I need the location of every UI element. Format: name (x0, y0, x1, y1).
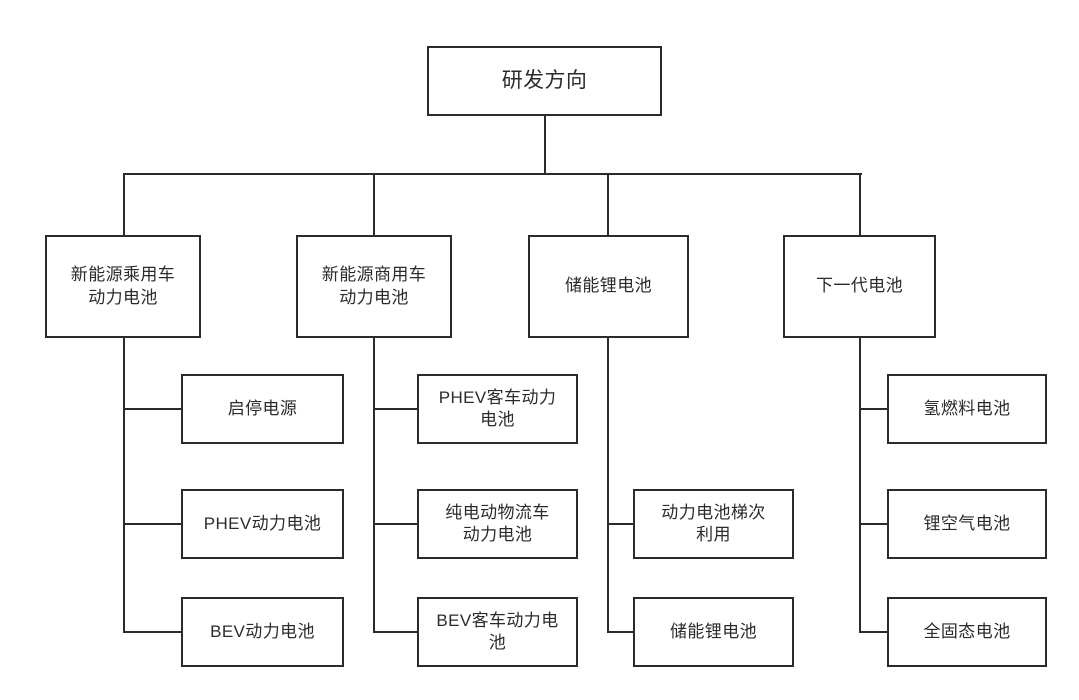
node-label: 研发方向 (501, 69, 588, 93)
node-label: 启停电源 (227, 398, 298, 418)
node-label: 储能锂电池 (670, 621, 757, 641)
node-label: PHEV动力电池 (203, 513, 322, 533)
connector-branch-3-lead-2 (607, 631, 635, 633)
node-root-rd-direction[interactable]: 研发方向 (427, 46, 662, 116)
node-label: 储能锂电池 (565, 276, 652, 296)
node-label: 下一代电池 (816, 276, 903, 296)
connector-branch-1-lead-3 (123, 631, 183, 633)
connector-branch-1-spine (123, 338, 125, 633)
connector-branch-4-lead-2 (859, 523, 889, 525)
node-label: 纯电动物流车 动力电池 (445, 502, 550, 544)
node-leaf-lithium-air-battery[interactable]: 锂空气电池 (887, 489, 1047, 559)
node-leaf-phev-bus-power-battery[interactable]: PHEV客车动力 电池 (417, 374, 578, 444)
node-branch-3-energy-storage-lithium-battery[interactable]: 储能锂电池 (528, 235, 689, 338)
node-label: PHEV客车动力 电池 (438, 387, 557, 429)
connector-branch-4-lead-1 (859, 408, 889, 410)
connector-branch-2-lead-3 (373, 631, 419, 633)
node-leaf-start-stop-power[interactable]: 启停电源 (181, 374, 344, 444)
connector-branch-1-lead-2 (123, 523, 183, 525)
node-leaf-bev-power-battery[interactable]: BEV动力电池 (181, 597, 344, 667)
connector-root-stem (544, 116, 546, 174)
node-leaf-phev-power-battery[interactable]: PHEV动力电池 (181, 489, 344, 559)
connector-bus-drop-3 (607, 173, 609, 235)
connector-branch-2-spine (373, 338, 375, 633)
node-leaf-power-battery-echelon-utilization[interactable]: 动力电池梯次 利用 (633, 489, 794, 559)
connector-branch-2-lead-1 (373, 408, 419, 410)
connector-branch-4-lead-3 (859, 631, 889, 633)
connector-bus-drop-1 (123, 173, 125, 235)
connector-branch-1-lead-1 (123, 408, 183, 410)
node-leaf-energy-storage-lithium-battery[interactable]: 储能锂电池 (633, 597, 794, 667)
node-label: BEV动力电池 (210, 621, 315, 641)
node-branch-4-next-generation-battery[interactable]: 下一代电池 (783, 235, 936, 338)
connector-branch-3-lead-1 (607, 523, 635, 525)
connector-branch-2-lead-2 (373, 523, 419, 525)
node-leaf-pure-electric-logistics-vehicle-battery[interactable]: 纯电动物流车 动力电池 (417, 489, 578, 559)
connector-horizontal-bus (124, 173, 862, 175)
node-label: 新能源商用车 动力电池 (321, 265, 427, 307)
node-label: 氢燃料电池 (923, 398, 1011, 418)
connector-branch-3-spine (607, 338, 609, 633)
connector-bus-drop-4 (859, 173, 861, 235)
connector-branch-4-spine (859, 338, 861, 633)
node-label: 动力电池梯次 利用 (661, 502, 766, 544)
node-label: 全固态电池 (923, 621, 1011, 641)
node-label: 新能源乘用车 动力电池 (70, 265, 176, 307)
node-branch-1-nev-passenger-car-battery[interactable]: 新能源乘用车 动力电池 (45, 235, 201, 338)
node-label: BEV客车动力电 池 (436, 610, 559, 652)
connector-bus-drop-2 (373, 173, 375, 235)
node-branch-2-nev-commercial-vehicle-battery[interactable]: 新能源商用车 动力电池 (296, 235, 452, 338)
node-leaf-hydrogen-fuel-cell[interactable]: 氢燃料电池 (887, 374, 1047, 444)
node-label: 锂空气电池 (923, 513, 1011, 533)
node-leaf-all-solid-state-battery[interactable]: 全固态电池 (887, 597, 1047, 667)
node-leaf-bev-bus-power-battery[interactable]: BEV客车动力电 池 (417, 597, 578, 667)
